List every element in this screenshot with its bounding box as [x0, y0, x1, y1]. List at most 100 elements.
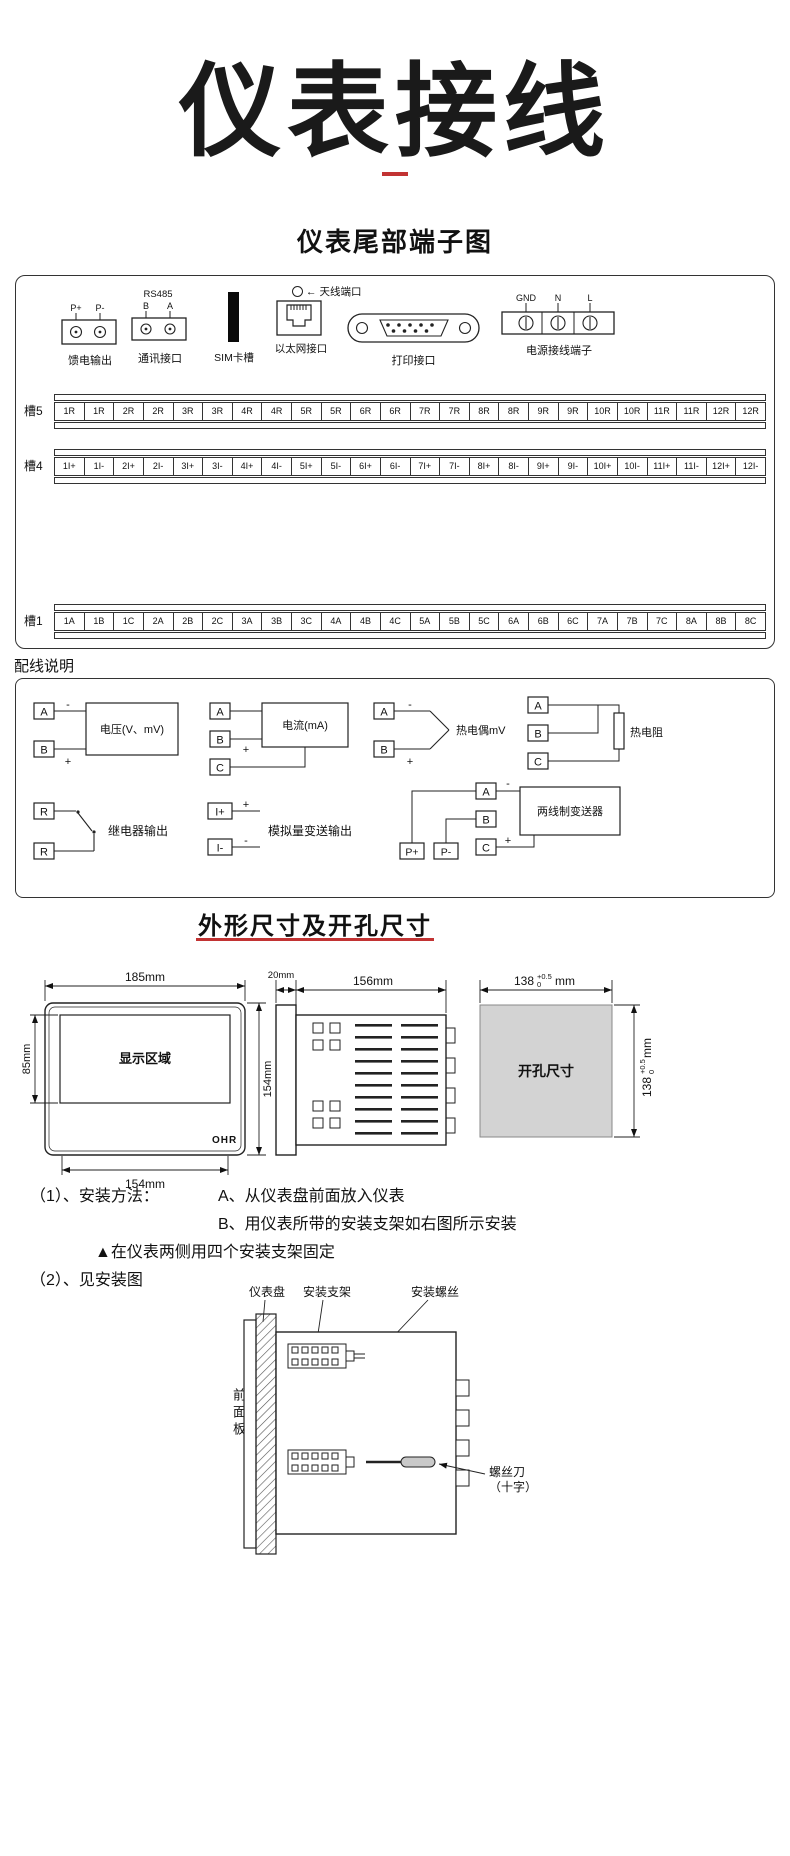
sim-slot-label: SIM卡槽 [214, 352, 254, 364]
terminal-i-minus: I- [217, 843, 224, 855]
terminal-cell: 5R [291, 403, 321, 420]
terminal-cell: 6I+ [350, 458, 380, 475]
feed-output-label: 馈电输出 [68, 355, 112, 367]
panel-hole-label: 开孔尺寸 [518, 1063, 574, 1079]
terminal-cell: 9I- [557, 458, 588, 475]
terminal-cell: 1I- [83, 458, 114, 475]
mounting-bracket-top [287, 1343, 365, 1369]
terminal-cell: 1R [63, 406, 76, 416]
feed-output-icon: P+ P- [61, 303, 117, 345]
slot4-cells: 1I+1I-2I+2I-3I+3I-4I+4I-5I+5I-6I+6I-7I+7… [54, 457, 766, 476]
title-divider [382, 172, 408, 176]
pin-label: B [143, 301, 149, 311]
terminal-b: B [216, 735, 223, 747]
rear-tabs [455, 1379, 470, 1487]
current-wiring-diagram: A B C + 电流(mA) [209, 702, 349, 776]
terminal-r2: R [40, 847, 48, 859]
thermocouple-wiring-diagram: A B - + 热电偶mV [373, 701, 506, 767]
terminal-b: B [40, 745, 47, 757]
front-bezel [243, 1319, 257, 1549]
display-area-label: 显示区域 [119, 1051, 171, 1066]
antenna-port: ← 天线端口 [292, 284, 362, 299]
power-minus: P- [441, 847, 452, 859]
minus-sign: - [66, 701, 70, 711]
front-view [44, 1002, 246, 1156]
terminal-cell: 9I+ [528, 458, 558, 475]
screwdriver-icon [366, 1456, 436, 1468]
install-step2: （2）、见安装图 [30, 1272, 143, 1289]
terminal-cell: 3C [291, 613, 321, 630]
analog-output-wiring-diagram: I+ I- + - 模拟量变送输出 [207, 801, 352, 856]
terminal-a: A [40, 707, 48, 719]
terminal-rail [54, 394, 766, 401]
slot4-strip: 1I+1I-2I+2I-3I+3I-4I+4I-5I+5I-6I+6I-7I+7… [54, 449, 766, 484]
terminal-cell: 2B [172, 613, 203, 630]
printer-connector: 打印接口 [346, 312, 481, 368]
slot4-label: 槽4 [24, 459, 43, 473]
hole-dim-main: 138 [640, 1077, 654, 1097]
terminal-cell: 8R [468, 403, 499, 420]
rj45-port-icon [276, 300, 322, 336]
instrument-body [275, 1331, 457, 1535]
terminal-cell: 11I+ [646, 458, 677, 475]
terminal-cell: 4C [379, 613, 410, 630]
minus-sign: - [408, 701, 412, 711]
terminal-cell: 7R [409, 403, 440, 420]
terminal-cell: 6C [557, 613, 588, 630]
terminal-cell: 3I+ [172, 458, 203, 475]
sim-slot-icon [228, 292, 239, 342]
analog-output-label: 模拟量变送输出 [268, 823, 352, 838]
terminal-cell: 9R [528, 403, 558, 420]
thermocouple-label: 热电偶mV [456, 724, 506, 737]
installation-diagram: 仪表盘 安装支架 安装螺丝 [243, 1284, 537, 1555]
terminal-cell: 10R [616, 403, 647, 420]
terminal-cell: 5I+ [291, 458, 321, 475]
terminal-cell: 2A [142, 613, 173, 630]
panel-hole-square [479, 1004, 613, 1138]
terminal-cell: 2C [202, 613, 232, 630]
body-depth-dim: 156mm [353, 974, 393, 988]
terminal-cell: 5B [439, 613, 469, 630]
antenna-label: 天线端口 [319, 286, 362, 298]
terminal-c: C [216, 763, 224, 775]
terminal-cell: 1A [63, 616, 75, 626]
terminal-c: C [482, 843, 490, 855]
comm-connector: RS485 B A 通讯接口 [128, 288, 192, 366]
terminal-r1: R [40, 807, 48, 819]
rs485-icon: RS485 B A [131, 289, 187, 341]
terminal-cell: 10I- [616, 458, 647, 475]
printer-label: 打印接口 [391, 355, 436, 367]
terminal-cell: 9R [557, 403, 588, 420]
ethernet-connector: ← 天线端口 以太网接口 [266, 284, 396, 370]
pin-label: P- [96, 303, 105, 313]
terminal-cell: 4A [320, 613, 351, 630]
pin-label: L [587, 293, 592, 303]
terminal-a: A [216, 707, 224, 719]
rtd-wiring-diagram: A B C 热电阻 [527, 696, 663, 770]
terminal-cell: 12R [705, 403, 736, 420]
vent-slots [355, 1024, 438, 1135]
dimension-drawings: 显示区域 OHR 185mm 85mm 154mm 154mm [21, 970, 656, 1191]
terminal-cell: 6R [379, 403, 410, 420]
install-step1-label: （1）、安装方法： [30, 1188, 159, 1205]
wiring-note-label: 配线说明 [14, 658, 75, 675]
mounting-bracket-bottom [287, 1449, 355, 1475]
hole-dim-sup: +0.5 [537, 972, 552, 981]
terminal-cell: 8I- [498, 458, 528, 475]
cutout-width-dim: 154mm [125, 1177, 165, 1191]
terminal-section-title: 仪表尾部端子图 [296, 227, 493, 257]
plus-sign: + [505, 835, 511, 847]
terminal-cell: 7C [646, 613, 677, 630]
terminal-cell: 7I+ [409, 458, 440, 475]
front-width-dim: 185mm [125, 970, 165, 984]
slot1-label: 槽1 [24, 614, 43, 628]
terminal-cell: 2R [142, 403, 173, 420]
page-title: 仪表接线 [179, 55, 611, 169]
terminal-cell: 4I+ [231, 458, 262, 475]
comm-label: 通讯接口 [138, 353, 182, 365]
plus-sign: + [243, 801, 249, 811]
terminal-cell: 5I- [320, 458, 351, 475]
terminal-cell: 1C [113, 613, 143, 630]
current-box-label: 电流(mA) [282, 718, 328, 732]
terminal-cell: 6R [350, 403, 380, 420]
